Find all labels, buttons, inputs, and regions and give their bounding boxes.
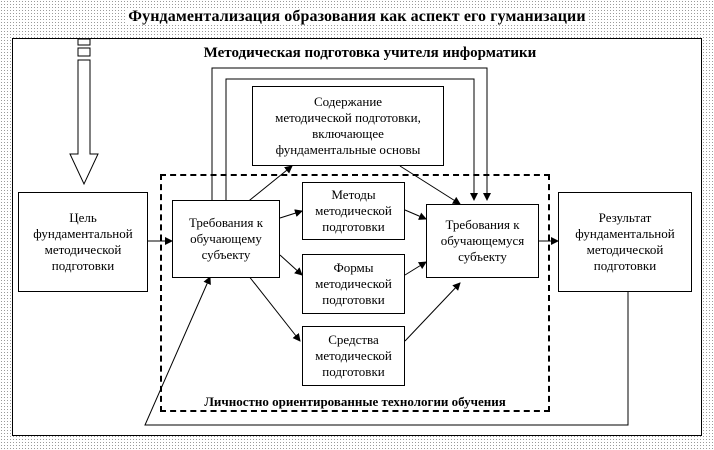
forms-to-student-arrow — [404, 261, 427, 276]
outer-loop-arrow — [211, 67, 491, 201]
teacher-requirements-box: Требования к обучающему субъекту — [172, 200, 280, 278]
diagram-title: Фундаментализация образования как аспект… — [126, 8, 588, 25]
content-box: Содержание методической подготовки, вклю… — [252, 86, 444, 166]
input-arrow — [69, 38, 99, 186]
student-requirements-box: Требования к обучающемуся субъекту — [426, 204, 539, 278]
to-means-arrow — [247, 274, 301, 342]
methods-to-student-arrow — [404, 209, 427, 220]
content-to-student-arrow — [399, 165, 461, 205]
result-box: Результат фундаментальной методической п… — [558, 192, 692, 292]
technologies-region — [160, 174, 550, 412]
technologies-label: Личностно ориентированные технологии обу… — [165, 394, 545, 410]
means-box: Средства методической подготовки — [302, 326, 405, 386]
to-content-arrow — [244, 165, 293, 205]
forms-box: Формы методической подготовки — [302, 254, 405, 314]
means-to-student-arrow — [404, 282, 461, 342]
goal-box: Цель фундаментальной методической подгот… — [18, 192, 148, 292]
to-forms-arrow — [279, 254, 303, 276]
inner-loop-arrow — [225, 78, 478, 201]
panel-title: Методическая подготовка учителя информат… — [203, 45, 537, 61]
methods-box: Методы методической подготовки — [302, 182, 405, 240]
to-methods-arrow — [279, 209, 303, 219]
feedback-arrow — [144, 276, 629, 426]
